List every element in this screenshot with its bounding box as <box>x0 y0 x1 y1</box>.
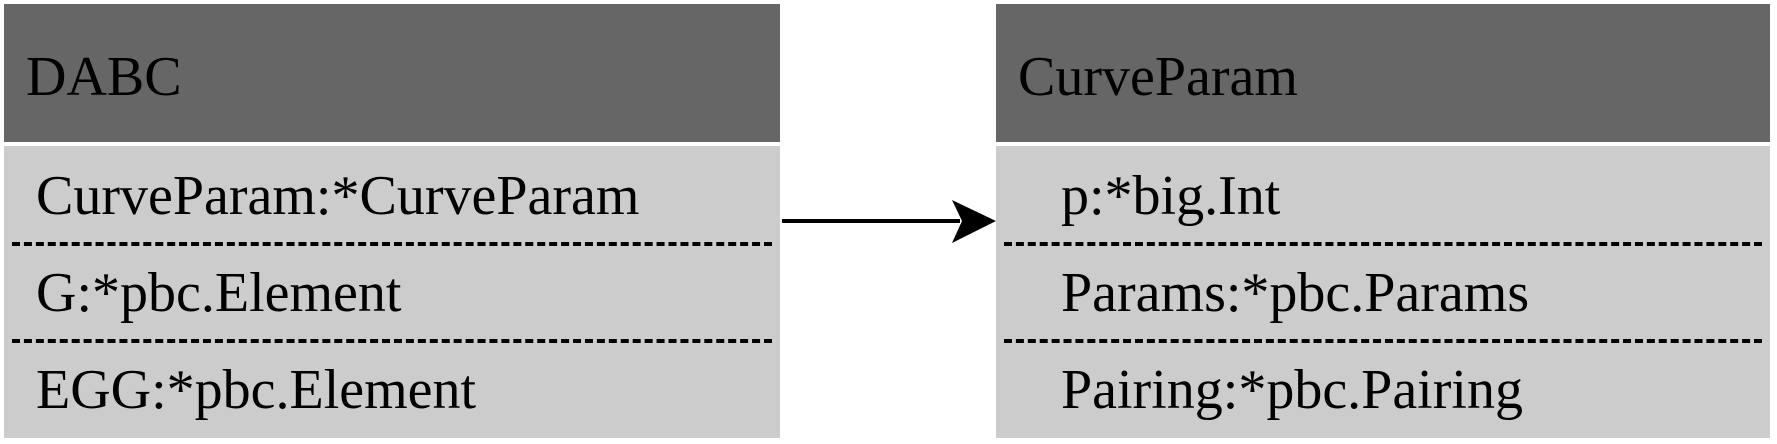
field-label: Params:*pbc.Params <box>1061 262 1530 324</box>
field-row: Pairing:*pbc.Pairing <box>996 340 1770 437</box>
class-fields: p:*big.Int Params:*pbc.Params Pairing:*p… <box>996 146 1770 438</box>
class-header: DABC <box>4 4 780 142</box>
field-label: G:*pbc.Element <box>36 262 402 324</box>
field-row: EGG:*pbc.Element <box>4 340 780 437</box>
class-title: DABC <box>26 46 182 108</box>
class-title: CurveParam <box>1018 46 1298 108</box>
dashed-divider <box>1004 242 1762 246</box>
dashed-divider <box>12 242 772 246</box>
field-row: p:*big.Int <box>996 146 1770 243</box>
field-row: G:*pbc.Element <box>4 243 780 340</box>
dashed-divider <box>12 339 772 343</box>
field-label: Pairing:*pbc.Pairing <box>1061 359 1523 421</box>
arrow-head-icon <box>952 200 996 243</box>
field-row: Params:*pbc.Params <box>996 243 1770 340</box>
field-row: CurveParam:*CurveParam <box>4 146 780 243</box>
class-fields: CurveParam:*CurveParam G:*pbc.Element EG… <box>4 146 780 438</box>
field-label: CurveParam:*CurveParam <box>36 165 640 227</box>
field-label: EGG:*pbc.Element <box>36 359 477 421</box>
dashed-divider <box>1004 339 1762 343</box>
field-label: p:*big.Int <box>1061 165 1281 227</box>
class-header: CurveParam <box>996 4 1770 142</box>
class-box-dabc: DABC CurveParam:*CurveParam G:*pbc.Eleme… <box>4 4 780 438</box>
class-box-curveparam: CurveParam p:*big.Int Params:*pbc.Params… <box>996 4 1770 438</box>
